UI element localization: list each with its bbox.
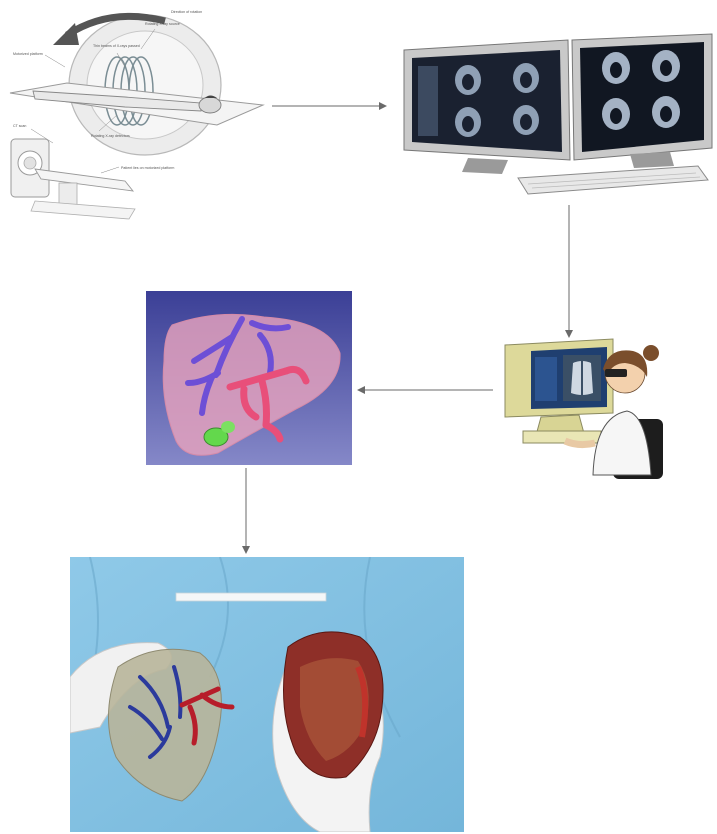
radiologist-at-computer	[495, 335, 685, 485]
callout-patient-platform: Patient lies on motorized platform	[121, 166, 174, 170]
keyboard-icon	[518, 166, 708, 194]
callout-motorized-platform: Motorized platform	[13, 52, 43, 56]
callout-thin-beams: Thin beams of X-rays passed	[93, 44, 140, 48]
dual-monitor-workstation	[398, 28, 715, 200]
right-monitor	[572, 34, 712, 160]
printed-liver-model-photo	[70, 557, 464, 832]
ruler	[176, 593, 326, 601]
ct-scanner-illustration: Direction of rotation Rotating X-ray sou…	[5, 5, 267, 227]
callout-ct-scan: CT scan	[13, 124, 26, 128]
callout-rotating-detectors: Rotating X-ray detectors	[91, 134, 130, 138]
ct-unit-small	[11, 139, 135, 219]
liver-3d-render	[146, 291, 352, 465]
callout-direction-of-rotation: Direction of rotation	[171, 10, 202, 14]
callout-rotating-xray-source: Rotating X-ray source	[145, 22, 180, 26]
left-monitor	[404, 40, 570, 160]
